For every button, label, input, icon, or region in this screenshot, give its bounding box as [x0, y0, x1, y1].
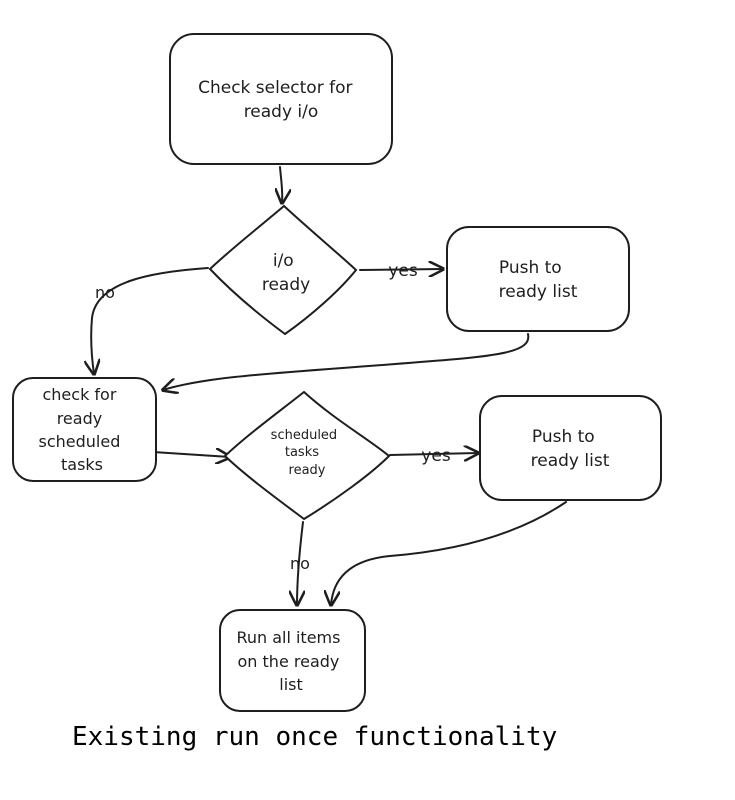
edge-selector-to-io — [280, 166, 282, 203]
check-selector-node — [169, 33, 393, 165]
edge-label-io-yes: yes — [388, 261, 418, 281]
check-scheduled-node — [12, 377, 157, 482]
push-ready-list-node-1 — [446, 226, 630, 332]
scheduled-ready-label: scheduled tasks ready — [271, 428, 342, 478]
edge-push1-to-check — [163, 333, 530, 390]
edge-sched-no — [297, 521, 303, 605]
edge-check-to-sched — [152, 452, 230, 457]
edge-io-no — [91, 267, 209, 374]
check-selector-label: Check selector for ready i/o — [198, 78, 358, 122]
edge-push2-to-run — [331, 501, 567, 605]
edge-io-yes — [359, 269, 443, 270]
edge-label-sched-no: no — [290, 554, 310, 573]
check-scheduled-label: check for ready scheduled tasks — [39, 385, 126, 474]
io-ready-diamond — [208, 204, 358, 336]
push-ready-list-node-2 — [479, 395, 662, 501]
push-ready-list-label-1: Push to ready list — [499, 258, 578, 302]
scheduled-ready-diamond — [223, 390, 391, 521]
diagram-caption: Existing run once functionality — [72, 722, 558, 752]
edge-label-sched-yes: yes — [421, 446, 451, 466]
push-ready-list-label-2: Push to ready list — [531, 427, 610, 471]
io-ready-label: i/o ready — [262, 251, 310, 295]
run-all-items-label: Run all items on the ready list — [236, 628, 345, 694]
run-all-items-node — [219, 609, 366, 712]
edge-label-io-no: no — [95, 283, 115, 302]
edge-sched-yes — [389, 453, 478, 455]
